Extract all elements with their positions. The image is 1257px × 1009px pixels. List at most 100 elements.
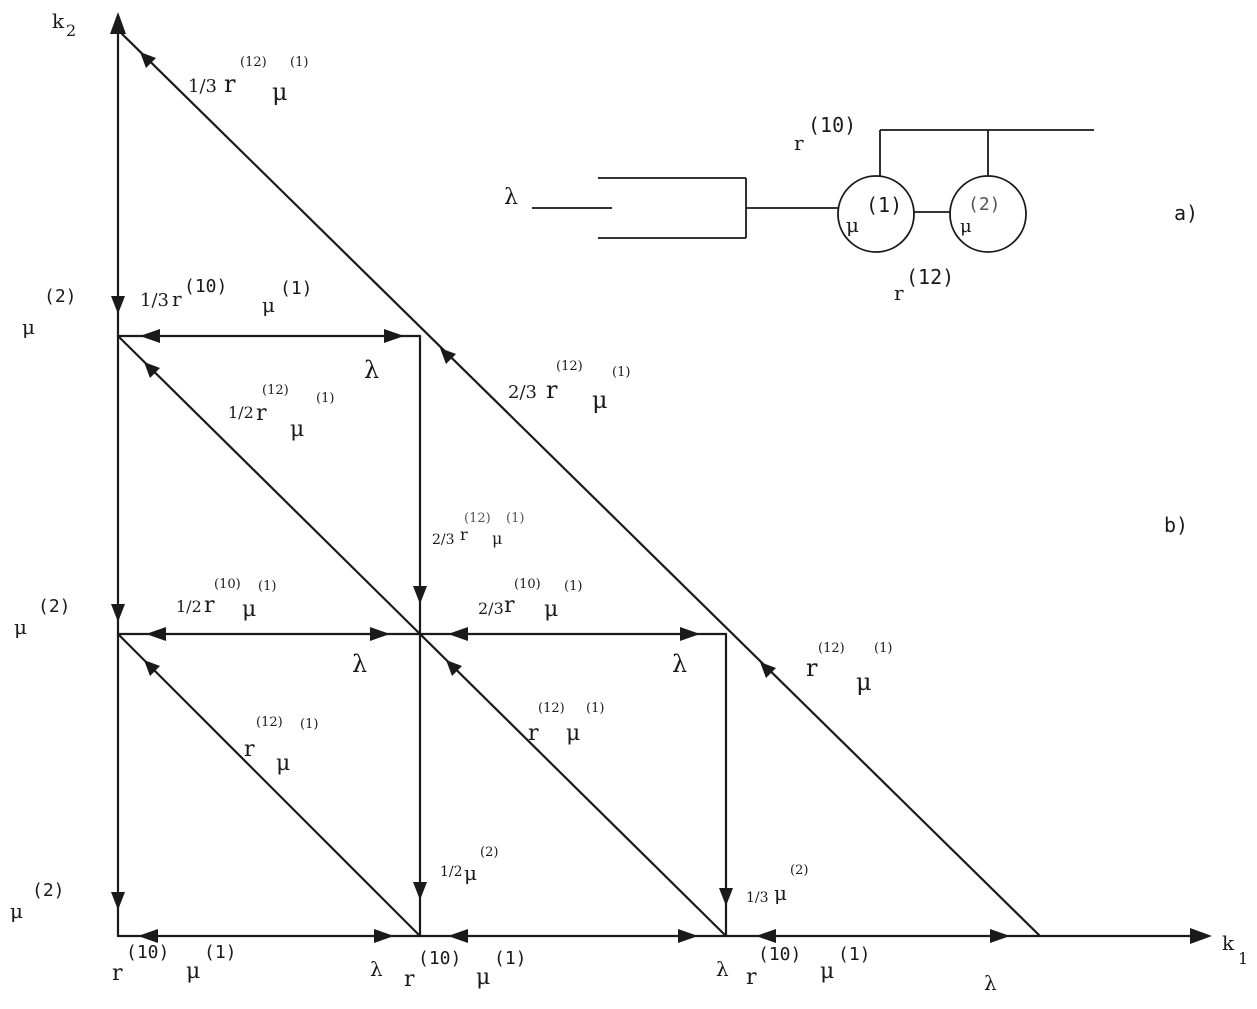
label-sup10-bottom-1: (10) bbox=[126, 942, 169, 963]
arrow-left-r2a bbox=[146, 627, 166, 641]
arrow-diag-3 bbox=[144, 660, 160, 676]
arrow-down-y3 bbox=[111, 892, 125, 910]
label-mu-diag-3: μ bbox=[276, 751, 290, 776]
left-mu-sup-3: (2) bbox=[32, 880, 65, 901]
label-sup10-top: (10) bbox=[184, 276, 227, 297]
label-r10-bottom-2: r bbox=[404, 967, 415, 992]
arrow-diag-2b bbox=[446, 660, 462, 676]
diag-2 bbox=[116, 334, 422, 636]
label-r-mid-left: r bbox=[204, 593, 215, 618]
schematic-r10-sup: (10) bbox=[808, 113, 856, 137]
label-sup1-diag-3: (1) bbox=[300, 717, 318, 732]
label-sup12-diag-3: (12) bbox=[256, 715, 283, 730]
label-sup10-mid-right: (10) bbox=[514, 577, 541, 592]
label-sup1-diag-2b: (1) bbox=[586, 701, 604, 716]
outer-diagonal-labels: 1/3 r (12) μ (1) 2/3 r (12) μ (1) r (12)… bbox=[188, 55, 892, 696]
vertical-edges bbox=[418, 334, 728, 938]
label-mu1-top: μ bbox=[262, 293, 275, 317]
left-mu-sup-1: (2) bbox=[44, 286, 77, 307]
label-sup1-top: (1) bbox=[280, 278, 313, 299]
left-mu-label-3: μ bbox=[10, 899, 23, 923]
schematic-r12-sup: (12) bbox=[906, 265, 954, 289]
label-1-2-r12-mu1: 1/2 bbox=[228, 403, 254, 422]
queue-schematic: λ r (10) μ (1) μ (2) r (12) a) bbox=[504, 113, 1198, 305]
label-sup12-outer-3: (12) bbox=[818, 641, 845, 656]
label-r-diag-2: r bbox=[256, 401, 267, 426]
label-sup12-diag-2: (12) bbox=[262, 383, 289, 398]
schematic-mu1-sup: (1) bbox=[866, 193, 902, 217]
label-mu-mid-right: μ bbox=[544, 597, 558, 622]
label-mu-col2-lower: μ bbox=[464, 861, 477, 885]
arrow-right-r3a bbox=[374, 929, 394, 943]
left-mu-label-1: μ bbox=[22, 315, 35, 339]
arrow-down-c2a bbox=[413, 586, 427, 604]
label-2-3-r10-mu1: 2/3 bbox=[478, 599, 504, 618]
label-sup1-diag-2: (1) bbox=[316, 391, 334, 406]
label-r-mid-right: r bbox=[504, 593, 515, 618]
label-mu-mid-left: μ bbox=[242, 597, 256, 622]
label-sup1-bottom-1: (1) bbox=[204, 942, 237, 963]
label-lambda-bottom-2: λ bbox=[716, 957, 729, 981]
label-2-3-vertical: 2/3 bbox=[432, 532, 455, 548]
label-r10-bottom-3: r bbox=[746, 965, 757, 990]
arrow-diag-outer-1 bbox=[140, 52, 156, 68]
label-1-3-r12-mu1: 1/3 bbox=[188, 76, 217, 97]
arrow-left-r1 bbox=[140, 329, 160, 343]
label-sup1-bottom-3: (1) bbox=[838, 944, 871, 965]
label-lambda-top: λ bbox=[364, 356, 379, 384]
label-lambda-bottom-1: λ bbox=[370, 957, 383, 981]
label-sup2-col3: (2) bbox=[790, 863, 808, 878]
left-mu-labels: μ (2) μ (2) μ (2) bbox=[10, 286, 77, 923]
label-mu-diag-2b: μ bbox=[566, 721, 580, 746]
label-sup2-col2-lower: (2) bbox=[480, 845, 498, 860]
inner-edge-labels: 1/3 r (10) μ (1) λ 1/2 r (12) μ (1) 2/3 … bbox=[112, 276, 997, 995]
horizontal-edges bbox=[116, 334, 728, 636]
label-mu-outer-2: μ bbox=[592, 386, 608, 414]
arrow-right-r1 bbox=[384, 329, 404, 343]
arrow-right-r2a bbox=[370, 627, 390, 641]
y-axis-subscript: 2 bbox=[66, 21, 76, 40]
label-2-3-r12-mu1: 2/3 bbox=[508, 382, 537, 403]
x-axis-arrowhead bbox=[1190, 928, 1212, 944]
y-axis-label: k bbox=[52, 9, 65, 33]
axes: k 2 k 1 bbox=[52, 9, 1248, 968]
schematic-lambda: λ bbox=[504, 185, 518, 210]
arrow-down-y2 bbox=[111, 604, 125, 622]
label-r-outer-2: r bbox=[546, 376, 558, 404]
server-1-circle bbox=[837, 175, 915, 253]
arrow-diag-outer-3 bbox=[760, 662, 776, 678]
arrowheads bbox=[111, 52, 1010, 943]
schematic-mu1: μ bbox=[846, 213, 859, 237]
label-sup12-diag-2b: (12) bbox=[538, 701, 565, 716]
arrow-right-r2b bbox=[680, 627, 700, 641]
schematic-mu2: μ bbox=[960, 216, 972, 237]
label-sup1-outer-1: (1) bbox=[290, 55, 308, 70]
label-mu-outer-1: μ bbox=[272, 78, 288, 106]
label-r-outer-3: r bbox=[806, 654, 818, 682]
label-mu-outer-3: μ bbox=[856, 668, 872, 696]
arrow-down-y1 bbox=[111, 296, 125, 314]
diag-2b bbox=[418, 632, 728, 938]
label-sup1-bottom-2: (1) bbox=[494, 948, 527, 969]
label-1-2-r10-mu1: 1/2 bbox=[176, 597, 202, 616]
diag-outer bbox=[116, 28, 1042, 938]
schematic-r12: r bbox=[894, 281, 904, 305]
label-r-diag-3: r bbox=[244, 737, 255, 762]
label-sup10-bottom-2: (10) bbox=[418, 948, 461, 969]
arrow-left-r3c bbox=[756, 929, 776, 943]
arrow-diag-outer-2 bbox=[440, 348, 456, 364]
label-r10-bottom-1: r bbox=[112, 961, 123, 986]
y-axis-arrowhead bbox=[110, 12, 126, 34]
label-1-3-r10-mu1: 1/3 bbox=[140, 290, 169, 311]
label-sup1-mid-right: (1) bbox=[564, 579, 582, 594]
arrow-right-r3c bbox=[990, 929, 1010, 943]
arrow-left-r2b bbox=[448, 627, 468, 641]
label-sup1-mid-left: (1) bbox=[258, 579, 276, 594]
label-sup10-bottom-3: (10) bbox=[758, 944, 801, 965]
label-lambda-mid-left: λ bbox=[352, 650, 367, 678]
x-axis-label: k bbox=[1222, 931, 1235, 955]
schematic-r10: r bbox=[794, 131, 804, 155]
diag-3 bbox=[116, 632, 422, 938]
label-r-diag-2b: r bbox=[528, 721, 539, 746]
